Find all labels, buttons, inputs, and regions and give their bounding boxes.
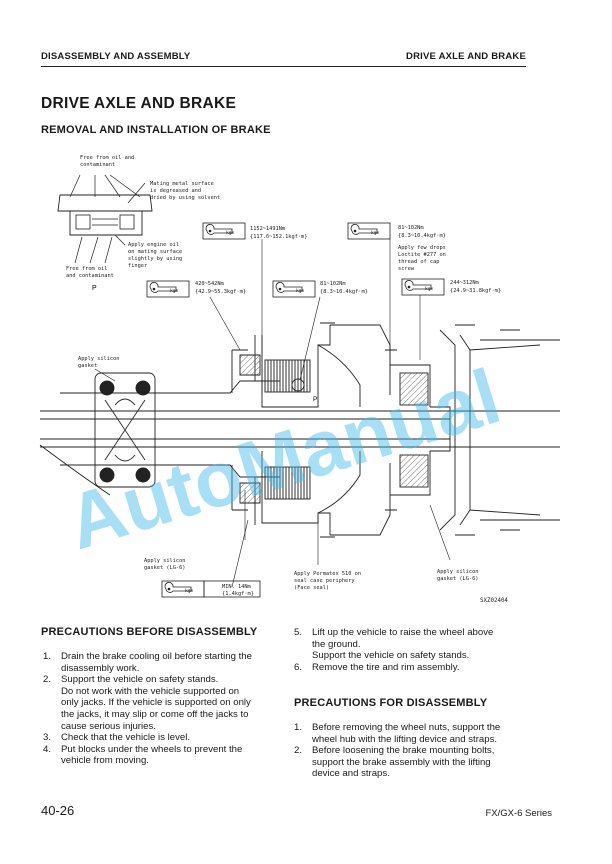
torque-spec-5: kgm 244~312Nm {24.9~31.8kgf·m} xyxy=(401,278,501,296)
item-text: Lift up the vehicle to raise the wheel a… xyxy=(312,627,494,662)
torque-5-nm: 244~312Nm xyxy=(450,280,479,286)
item-number: 1. xyxy=(43,651,52,662)
list-item: 6. Remove the tire and rim assembly. xyxy=(294,662,528,674)
figure-code: SXZ02404 xyxy=(480,598,508,604)
section-heading-for-disassembly: PRECAUTIONS FOR DISASSEMBLY xyxy=(294,697,488,709)
wrench-label: kgm xyxy=(170,288,178,294)
torque-3-nm: 420~542Nm xyxy=(195,281,224,287)
torque-spec-1: kgm 1152~1491Nm {117.6~152.1kgf·m} xyxy=(202,222,307,240)
header-section-left: DISASSEMBLY AND ASSEMBLY xyxy=(41,51,191,62)
note-silicon-lower-1: Apply silicon xyxy=(144,558,185,564)
wrench-label: kgm xyxy=(185,588,193,594)
header-section-right: DRIVE AXLE AND BRAKE xyxy=(406,51,526,62)
torque-2-kgf: {8.3~10.4kgf·m} xyxy=(398,233,446,239)
item-text: Drain the brake cooling oil before start… xyxy=(61,651,252,674)
brake-cross-section-diagram: Free from oil and contaminant Mating met… xyxy=(39,155,560,604)
note-silicon-right-1: Apply silicon xyxy=(437,569,478,575)
torque-spec-min: kgm MIN. 14Nm {1.4kgf·m} xyxy=(161,580,261,598)
torque-3-kgf: {42.9~55.3kgf·m} xyxy=(195,289,246,295)
item-number: 2. xyxy=(43,674,52,686)
torque-2-nm: 81~102Nm xyxy=(398,225,424,231)
list-item: 4. Put blocks under the wheels to prevent… xyxy=(43,744,276,767)
list-item: 2. Before loosening the brake mounting bo… xyxy=(294,745,528,780)
note-mating-1: Mating metal surface xyxy=(150,181,214,187)
note-engine-oil-3: slightly by using xyxy=(128,256,182,262)
wrench-label: kgm xyxy=(425,286,433,292)
torque-4-nm: 81~102Nm xyxy=(320,281,346,287)
torque-min-kgf: {1.4kgf·m} xyxy=(222,591,254,597)
pointer-label-p: P xyxy=(313,396,317,403)
item-number: 4. xyxy=(43,743,52,755)
list-item: 1. Before removing the wheel nuts, suppor… xyxy=(294,722,528,745)
leader-lines xyxy=(209,239,451,588)
seal-detail-sketch xyxy=(57,174,153,264)
item-number: 1. xyxy=(294,722,303,733)
item-text: Before loosening the brake mounting bolt… xyxy=(312,745,495,780)
note-free-oil-bottom-1: Free from oil xyxy=(66,266,107,272)
precautions-continued-list: 5. Lift up the vehicle to raise the wheel… xyxy=(294,627,528,673)
precautions-before-list: 1. Drain the brake cooling oil before sta… xyxy=(43,651,276,767)
note-silicon-left-1: Apply silicon xyxy=(78,356,119,362)
note-engine-oil-2: on mating surface xyxy=(128,249,182,255)
note-engine-oil-4: finger xyxy=(128,263,147,269)
wrench-label: kgm xyxy=(226,230,234,236)
item-text: Support the vehicle on safety stands. Do… xyxy=(61,674,251,732)
note-free-oil-top-2: contaminant xyxy=(80,162,115,168)
note-silicon-right-2: gasket (LG-6) xyxy=(437,576,478,582)
note-free-oil-bottom-2: and contaminant xyxy=(66,273,114,279)
item-number: 3. xyxy=(43,732,52,744)
torque-1-nm: 1152~1491Nm xyxy=(250,226,285,232)
precautions-for-list: 1. Before removing the wheel nuts, suppor… xyxy=(294,722,528,780)
note-mating-3: dried by using solvent xyxy=(150,195,220,201)
list-item: 2. Support the vehicle on safety stands. … xyxy=(43,674,276,732)
note-silicon-left-2: gasket xyxy=(78,363,97,369)
note-loctite-1: Apply few drops xyxy=(398,245,446,251)
item-text: Before removing the wheel nuts, support … xyxy=(312,722,501,745)
torque-spec-3: kgm 420~542Nm {42.9~55.3kgf·m} xyxy=(146,280,246,298)
section-heading-before-disassembly: PRECAUTIONS BEFORE DISASSEMBLY xyxy=(41,626,258,638)
list-item: 1. Drain the brake cooling oil before sta… xyxy=(43,651,276,674)
item-number: 6. xyxy=(294,661,303,673)
item-number: 5. xyxy=(294,627,303,638)
page-title: DRIVE AXLE AND BRAKE xyxy=(41,95,237,112)
note-permatex-2: seal case periphery xyxy=(294,578,355,584)
list-item: 3. Check that the vehicle is level. xyxy=(43,732,276,744)
item-text: Put blocks under the wheels to prevent t… xyxy=(61,743,243,767)
torque-spec-2: kgm 81~102Nm {8.3~10.4kgf·m} xyxy=(347,222,446,240)
item-text: Check that the vehicle is level. xyxy=(61,732,191,744)
wrench-label: kgm xyxy=(371,230,379,236)
page-subtitle: REMOVAL AND INSTALLATION OF BRAKE xyxy=(41,124,271,136)
note-free-oil-top-1: Free from oil and xyxy=(80,155,134,161)
wrench-label: kgm xyxy=(296,288,304,294)
note-loctite-2: Loctite #277 on xyxy=(398,252,446,258)
list-item: 5. Lift up the vehicle to raise the wheel… xyxy=(294,627,528,662)
note-loctite-4: screw xyxy=(398,266,415,272)
note-silicon-lower-2: gasket (LG-6) xyxy=(144,565,185,571)
torque-min-nm: MIN. 14Nm xyxy=(222,584,251,590)
page-number: 40-26 xyxy=(41,803,75,818)
note-permatex-3: (Face seal) xyxy=(294,585,329,591)
torque-spec-4: kgm 81~102Nm {8.3~10.4kgf·m} xyxy=(272,280,368,298)
detail-label-p: P xyxy=(92,285,97,292)
item-text: Remove the tire and rim assembly. xyxy=(312,661,460,673)
item-number: 2. xyxy=(294,745,303,757)
note-loctite-3: thread of cap xyxy=(398,259,439,265)
note-mating-2: is degreased and xyxy=(150,188,201,194)
note-permatex-1: Apply Permatex 510 on xyxy=(294,571,361,577)
note-engine-oil-1: Apply engine oil xyxy=(128,242,179,248)
torque-5-kgf: {24.9~31.8kgf·m} xyxy=(450,288,501,294)
torque-4-kgf: {8.3~10.4kgf·m} xyxy=(320,289,368,295)
series-label: FX/GX-6 Series xyxy=(485,808,552,819)
header-rule xyxy=(41,66,526,67)
torque-1-kgf: {117.6~152.1kgf·m} xyxy=(250,234,307,240)
